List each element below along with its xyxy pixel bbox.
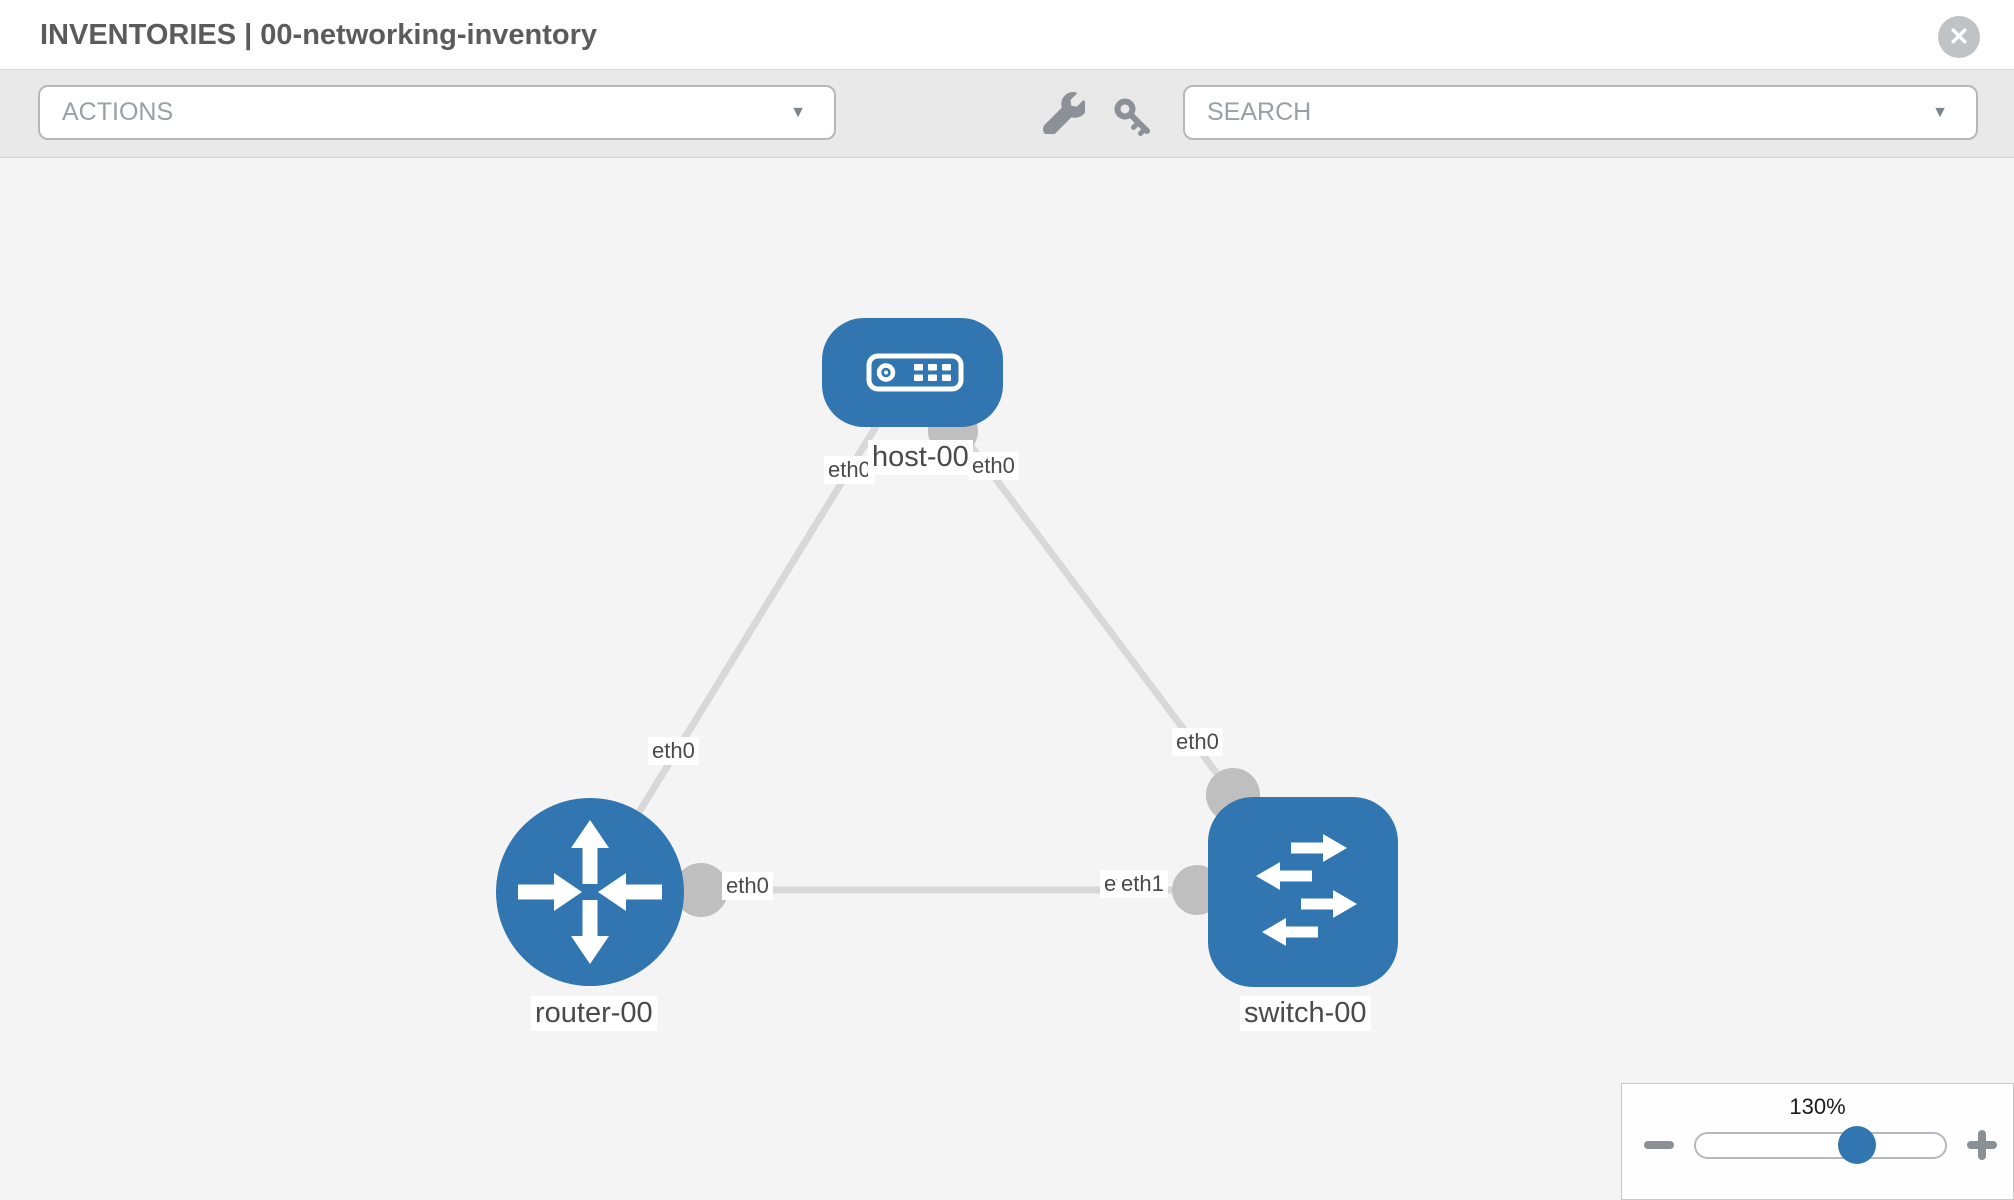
- switch-icon: [1256, 834, 1357, 946]
- iface-label: eth1: [1117, 870, 1168, 898]
- caret-down-icon: ▼: [1932, 103, 1948, 121]
- search-dropdown[interactable]: SEARCH ▼: [1183, 85, 1978, 140]
- zoom-slider-thumb[interactable]: [1837, 1126, 1876, 1164]
- search-placeholder: SEARCH: [1207, 98, 1312, 126]
- topology-canvas[interactable]: eth0 host-00 eth0 eth0 eth0 eth0 eth0 et…: [0, 158, 2014, 1200]
- node-host[interactable]: [822, 318, 1003, 427]
- iface-label: eth0: [722, 872, 773, 900]
- interface-port: [674, 863, 728, 917]
- toolbar: ACTIONS ▼ SEARCH ▼: [0, 70, 2014, 158]
- minus-icon[interactable]: [1644, 1141, 1674, 1149]
- key-icon[interactable]: [1112, 96, 1156, 145]
- node-label-switch: switch-00: [1240, 996, 1371, 1031]
- close-icon[interactable]: ✕: [1938, 16, 1980, 58]
- host-icon: [866, 353, 964, 392]
- node-switch[interactable]: [1208, 797, 1398, 987]
- topology-svg: [496, 318, 1398, 987]
- plus-icon[interactable]: [1967, 1130, 1997, 1160]
- node-label-router: router-00: [531, 996, 657, 1031]
- iface-label: eth0: [968, 452, 1019, 480]
- iface-label: eth0: [824, 456, 875, 484]
- iface-label: eth0: [648, 737, 699, 765]
- zoom-value: 130%: [1789, 1094, 1846, 1119]
- zoom-slider[interactable]: [1694, 1126, 1947, 1164]
- wrench-icon[interactable]: [1043, 92, 1088, 139]
- iface-label: eth0: [1172, 728, 1223, 756]
- router-icon: [518, 820, 662, 964]
- actions-dropdown[interactable]: ACTIONS ▼: [38, 85, 836, 140]
- page-title: INVENTORIES | 00-networking-inventory: [40, 19, 598, 51]
- caret-down-icon: ▼: [790, 103, 806, 121]
- breadcrumb-header: INVENTORIES | 00-networking-inventory ✕: [0, 0, 2014, 70]
- node-label-host: host-00: [868, 440, 973, 475]
- node-router[interactable]: [496, 798, 684, 986]
- zoom-panel: 130%: [1621, 1083, 2014, 1200]
- actions-dropdown-label: ACTIONS: [62, 98, 174, 126]
